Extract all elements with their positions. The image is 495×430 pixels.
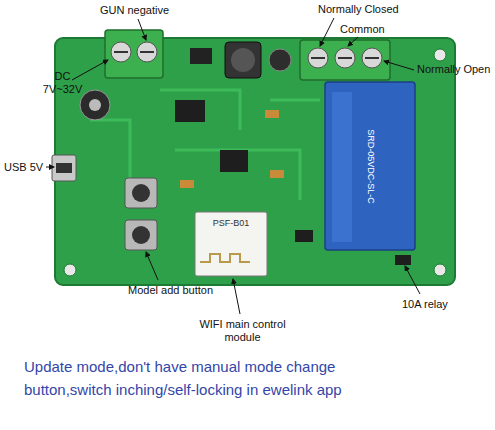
callout-label: Normally Closed bbox=[318, 3, 418, 16]
callout-label: Normally Open bbox=[417, 63, 493, 76]
power-terminal bbox=[105, 30, 163, 78]
relay bbox=[325, 82, 415, 250]
callout-label: WIFI main control module bbox=[195, 318, 290, 344]
button bbox=[125, 178, 157, 208]
callout-label: 10A relay bbox=[402, 298, 472, 311]
callout-label: Common bbox=[340, 23, 400, 36]
wifi-module bbox=[195, 212, 267, 276]
callout-label: USB 5V bbox=[4, 161, 48, 174]
callout-label: DC 7V~32V bbox=[40, 70, 85, 96]
usb-port bbox=[52, 155, 76, 181]
relay-terminal bbox=[300, 40, 390, 80]
leader-lines bbox=[46, 18, 420, 314]
relay-marking: SRD-05VDC-SL-C bbox=[364, 97, 377, 237]
button bbox=[125, 220, 157, 250]
callout-label: GUN negative bbox=[100, 4, 180, 17]
callout-label: Model add button bbox=[128, 284, 238, 297]
module-marking: PSF-B01 bbox=[199, 217, 263, 230]
caption: Update mode,don't have manual mode chang… bbox=[24, 355, 384, 401]
